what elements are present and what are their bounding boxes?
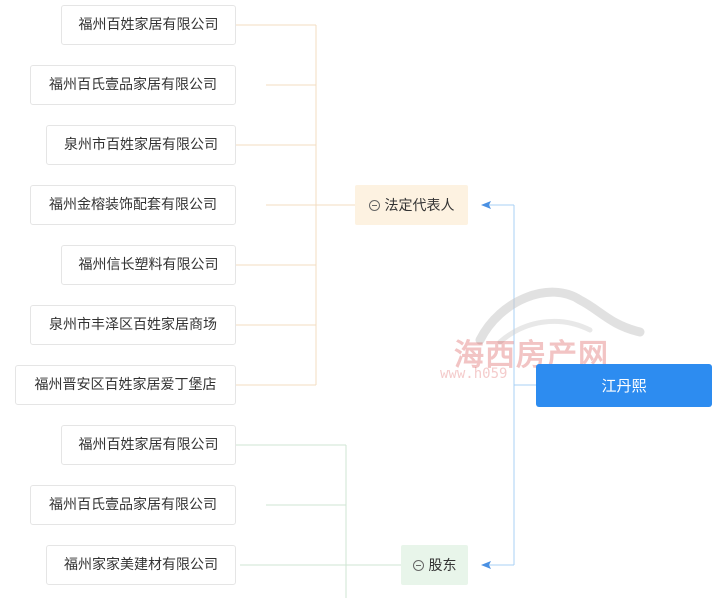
- collapse-icon[interactable]: [368, 199, 380, 211]
- person-connector: [484, 204, 536, 566]
- shareholder-company-3[interactable]: 福州家家美建材有限公司: [46, 545, 236, 585]
- legal-rep-lines: [236, 24, 355, 386]
- legal-rep-company-1[interactable]: 福州百姓家居有限公司: [61, 5, 236, 45]
- legal-rep-company-7[interactable]: 福州晋安区百姓家居爱丁堡店: [15, 365, 236, 405]
- arrow-icon: [481, 561, 491, 569]
- legal-rep-company-2[interactable]: 福州百氏壹品家居有限公司: [30, 65, 236, 105]
- collapse-icon[interactable]: [412, 559, 424, 571]
- legal-rep-category-label: 法定代表人: [384, 198, 455, 214]
- legal-rep-company-6[interactable]: 泉州市丰泽区百姓家居商场: [30, 305, 236, 345]
- legal-rep-company-5[interactable]: 福州信长塑料有限公司: [61, 245, 236, 285]
- legal-rep-company-4[interactable]: 福州金榕装饰配套有限公司: [30, 185, 236, 225]
- shareholder-category-node[interactable]: 股东: [401, 545, 468, 585]
- shareholder-category-label: 股东: [428, 558, 457, 574]
- person-name: 江丹熙: [601, 377, 647, 395]
- legal-rep-category-node[interactable]: 法定代表人: [355, 185, 468, 225]
- shareholder-lines: [236, 444, 401, 598]
- arrow-icon: [481, 201, 491, 209]
- shareholder-company-2[interactable]: 福州百氏壹品家居有限公司: [30, 485, 236, 525]
- shareholder-company-1[interactable]: 福州百姓家居有限公司: [61, 425, 236, 465]
- person-node[interactable]: 江丹熙: [536, 364, 712, 407]
- legal-rep-company-3[interactable]: 泉州市百姓家居有限公司: [46, 125, 236, 165]
